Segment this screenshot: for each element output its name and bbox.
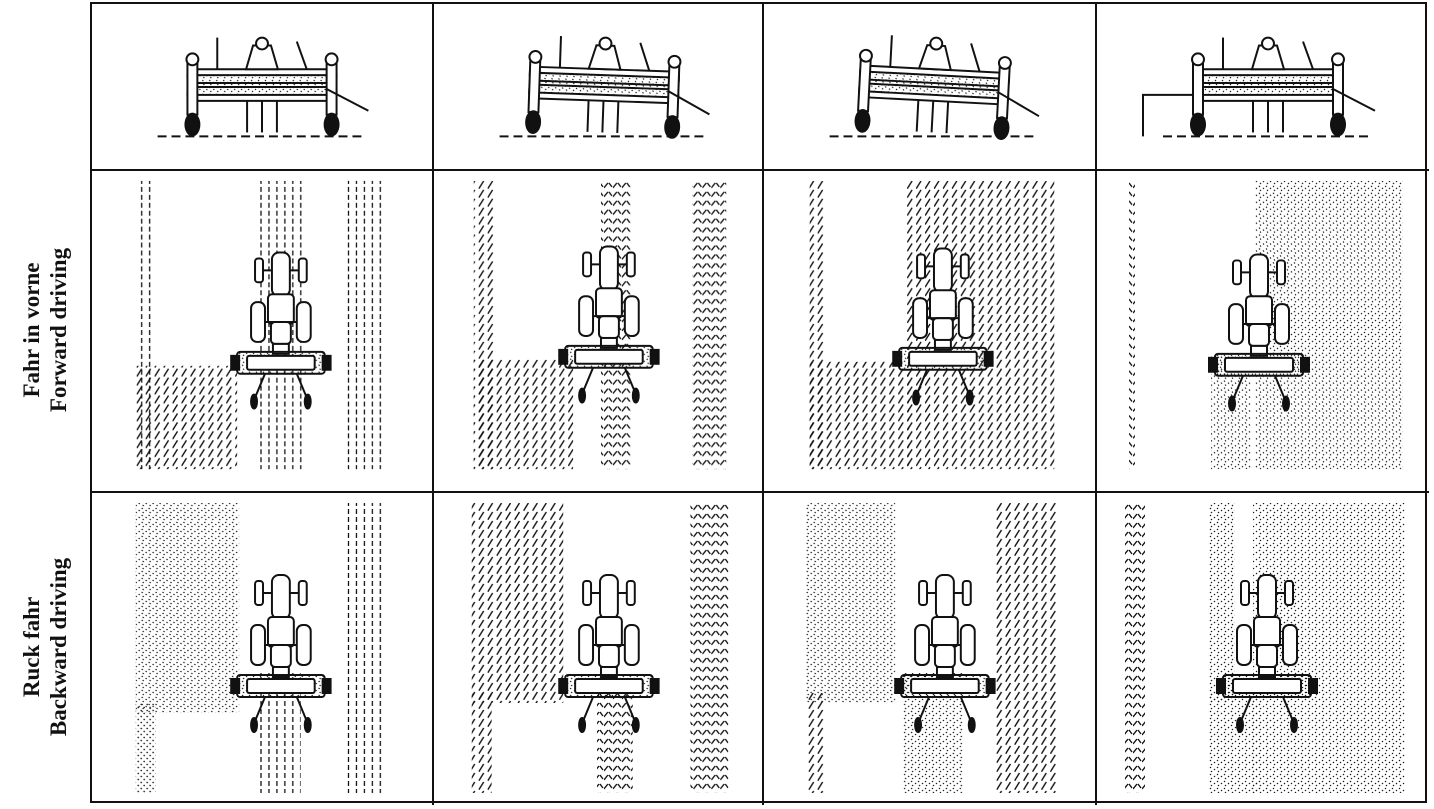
row-label-forward-german: Fahr in vorne [18, 248, 45, 412]
diagram-cell-r0-c1 [434, 4, 764, 171]
front-view-illustration [434, 4, 762, 169]
cut-strip [806, 693, 826, 793]
mower-front-view-icon [830, 34, 1043, 141]
cut-strip [1209, 693, 1259, 793]
field-pattern-illustration [764, 493, 1095, 805]
field-pattern-illustration [1097, 493, 1429, 805]
row-label-backward-german: Ruck fahr [18, 558, 45, 736]
cut-strip [806, 503, 895, 703]
diagram-cell-r1-c3 [1097, 171, 1429, 493]
cut-strip [692, 181, 726, 469]
cut-strip [472, 503, 563, 703]
cut-strip [997, 503, 1059, 793]
field-pattern-illustration [1097, 171, 1429, 491]
front-view-illustration [1097, 4, 1429, 169]
cut-strip [472, 693, 492, 793]
diagram-cell-r2-c3 [1097, 493, 1429, 805]
cut-strip [136, 503, 239, 713]
cut-strip [1211, 370, 1251, 469]
diagram-cell-r1-c1 [434, 171, 764, 493]
cut-strip [1125, 503, 1145, 793]
front-view-illustration [764, 4, 1095, 169]
cut-strip [1209, 503, 1235, 703]
field-pattern-illustration [434, 171, 762, 491]
cut-strip [597, 683, 633, 793]
diagram-cell-r2-c0 [92, 493, 434, 805]
cut-strip [690, 503, 728, 793]
diagram-cell-r2-c1 [434, 493, 764, 805]
field-pattern-illustration [434, 493, 762, 805]
row-label-forward-english: Forward driving [45, 248, 72, 412]
row-label-backward-english: Backward driving [45, 558, 72, 736]
diagram-cell-r2-c2 [764, 493, 1097, 805]
diagram-cell-r0-c0 [92, 4, 434, 171]
mower-front-view-icon [500, 35, 712, 139]
mower-front-view-icon [158, 38, 369, 137]
field-pattern-illustration [92, 493, 432, 805]
field-pattern-illustration [764, 171, 1095, 491]
cut-strip [136, 366, 237, 469]
diagram-cell-r1-c0 [92, 171, 434, 493]
diagram-cell-r1-c2 [764, 171, 1097, 493]
row-label-forward: Fahr in vorne Forward driving [0, 169, 90, 491]
field-pattern-illustration [92, 171, 432, 491]
row-label-backward: Ruck fahr Backward driving [0, 491, 90, 803]
cut-strip [136, 703, 156, 793]
diagram-cell-r0-c3 [1097, 4, 1429, 171]
mower-front-view-icon [1143, 38, 1375, 137]
cut-strip [1129, 181, 1135, 469]
diagram-grid [90, 2, 1427, 803]
front-view-illustration [92, 4, 432, 169]
diagram-cell-r0-c2 [764, 4, 1097, 171]
cut-strip [810, 362, 909, 469]
cut-strip [345, 181, 385, 469]
cut-strip [347, 503, 387, 793]
cut-strip [474, 360, 573, 469]
